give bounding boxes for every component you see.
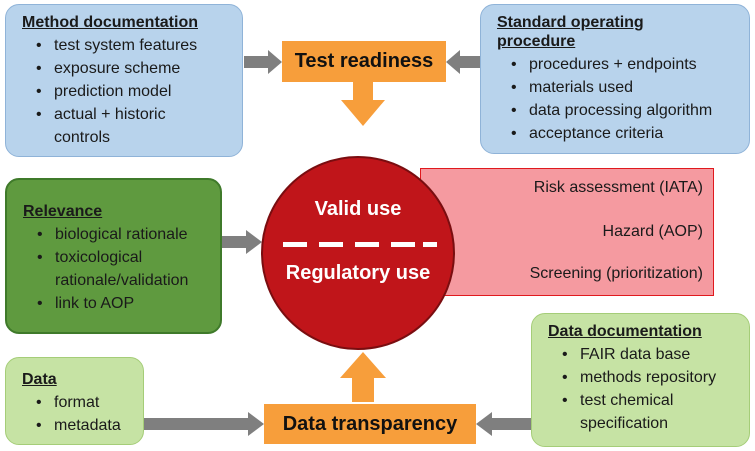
list-item: format	[36, 391, 133, 414]
data-documentation-list: FAIR data base methods repository test c…	[548, 343, 739, 435]
list-item: materials used	[511, 76, 739, 99]
list-item: metadata	[36, 414, 133, 437]
valid-use-label: Valid use	[314, 198, 402, 220]
list-item: biological rationale	[37, 223, 210, 246]
method-documentation-box: Method documentation test system feature…	[5, 4, 243, 157]
data-documentation-box: Data documentation FAIR data base method…	[531, 313, 750, 447]
relevance-box: Relevance biological rationale toxicolog…	[5, 178, 222, 334]
list-item: toxicological rationale/validation	[37, 246, 210, 292]
list-item: prediction model	[36, 80, 232, 103]
data-list: format metadata	[22, 391, 133, 437]
use-risk-assessment: Risk assessment (IATA)	[533, 179, 703, 196]
divider-dash	[319, 242, 343, 247]
data-box: Data format metadata	[5, 357, 144, 445]
divider-dash	[355, 242, 379, 247]
test-readiness-box: Test readiness	[282, 41, 446, 82]
list-item: acceptance criteria	[511, 122, 739, 145]
list-item: link to AOP	[37, 292, 210, 315]
valid-regulatory-circle: Valid use Regulatory use	[261, 156, 455, 350]
relevance-list: biological rationale toxicological ratio…	[23, 223, 210, 315]
data-documentation-title: Data documentation	[548, 323, 702, 340]
relevance-title: Relevance	[23, 203, 103, 220]
arrow-transparency-to-regulatory	[340, 352, 386, 402]
sop-list: procedures + endpoints materials used da…	[497, 53, 739, 145]
list-item: FAIR data base	[562, 343, 739, 366]
sop-title: Standard operating procedure	[497, 14, 644, 50]
list-item: data processing algorithm	[511, 99, 739, 122]
list-item: methods repository	[562, 366, 739, 389]
arrow-relevance-to-valid	[222, 230, 262, 254]
arrow-readiness-to-valid	[341, 82, 385, 126]
method-documentation-title: Method documentation	[22, 14, 198, 31]
list-item: test chemical specification	[562, 389, 720, 435]
uses-panel: Risk assessment (IATA) Hazard (AOP) Scre…	[420, 168, 714, 296]
arrow-data-to-transparency	[144, 412, 264, 436]
use-hazard: Hazard (AOP)	[602, 223, 703, 240]
use-screening: Screening (prioritization)	[529, 265, 703, 282]
list-item: procedures + endpoints	[511, 53, 739, 76]
arrow-sop-to-readiness	[446, 50, 480, 74]
divider-dash	[423, 242, 437, 247]
arrow-datadoc-to-transparency	[476, 412, 531, 436]
list-item: actual + historic controls	[36, 103, 204, 149]
arrow-method-to-readiness	[244, 50, 282, 74]
divider-dash	[283, 242, 307, 247]
data-transparency-box: Data transparency	[264, 404, 476, 444]
method-documentation-list: test system features exposure scheme pre…	[22, 34, 232, 149]
list-item: exposure scheme	[36, 57, 232, 80]
list-item: test system features	[36, 34, 232, 57]
regulatory-use-label: Regulatory use	[285, 262, 431, 284]
divider-dash	[391, 242, 415, 247]
data-title: Data	[22, 371, 57, 388]
sop-box: Standard operating procedure procedures …	[480, 4, 750, 154]
